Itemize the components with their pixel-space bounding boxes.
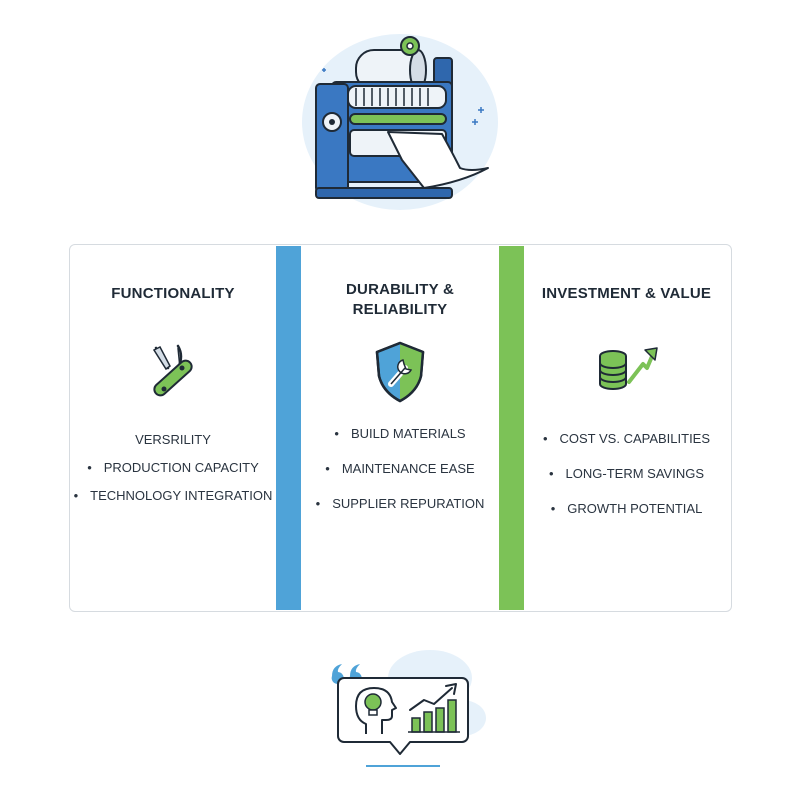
- paper-machine-icon: [302, 34, 498, 210]
- green-divider-bar: [499, 246, 524, 610]
- list-item: PRODUCTION CAPACITY: [70, 454, 276, 482]
- column-investment: INVESTMENT & VALUE COST VS. CAPABILITIES…: [524, 246, 729, 610]
- item-list: VERSRILITY PRODUCTION CAPACITY TECHNOLOG…: [70, 426, 276, 510]
- coins-growth-icon: [595, 342, 659, 396]
- column-title: INVESTMENT & VALUE: [541, 285, 712, 302]
- list-item: SUPPLIER REPURATION: [301, 494, 499, 529]
- list-item: MAINTENANCE EASE: [301, 459, 499, 494]
- list-item: BUILD MATERIALS: [301, 424, 499, 459]
- column-title: FUNCTIONALITY: [111, 285, 235, 302]
- list-item: VERSRILITY: [135, 432, 211, 447]
- blue-divider-bar: [276, 246, 301, 610]
- footer-illustration: [322, 648, 488, 772]
- item-list: COST VS. CAPABILITIES LONG-TERM SAVINGS …: [524, 429, 729, 534]
- column-functionality: FUNCTIONALITY VERSRILITY PRODUCTION CAPA…: [70, 246, 276, 610]
- item-list: BUILD MATERIALS MAINTENANCE EASE SUPPLIE…: [301, 424, 499, 529]
- column-title: DURABILITY & RELIABILITY: [301, 280, 499, 320]
- list-item: TECHNOLOGY INTEGRATION: [70, 482, 276, 510]
- list-item: COST VS. CAPABILITIES: [524, 429, 729, 464]
- quote-insight-growth-icon: [331, 650, 486, 767]
- hero-illustration: [292, 22, 508, 222]
- shield-wrench-icon: [373, 340, 427, 404]
- column-durability: DURABILITY & RELIABILITY BUILD MATERIALS…: [301, 246, 499, 610]
- column-title-line: RELIABILITY: [352, 301, 448, 318]
- column-title-line: DURABILITY &: [346, 281, 454, 298]
- list-item: GROWTH POTENTIAL: [524, 499, 729, 534]
- list-item: LONG-TERM SAVINGS: [524, 464, 729, 499]
- multi-tool-icon: [148, 342, 198, 404]
